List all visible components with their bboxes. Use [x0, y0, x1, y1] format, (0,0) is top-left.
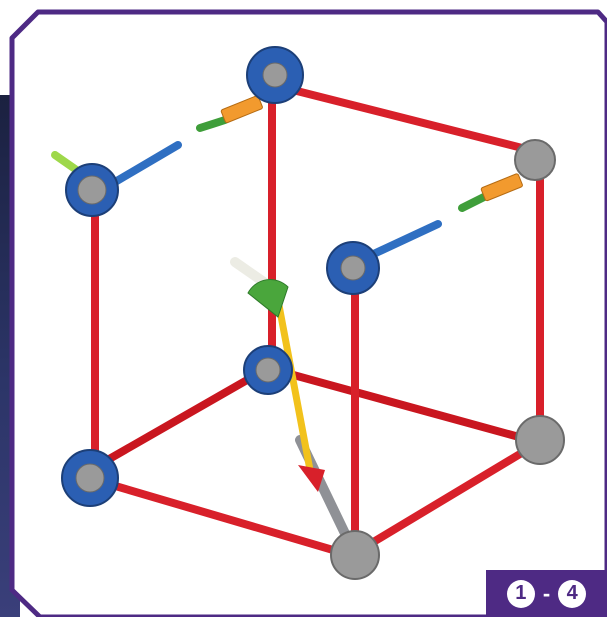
hub-bottom-left: [62, 450, 118, 506]
orange-connector-right: [481, 173, 523, 201]
hub-top-back: [247, 47, 303, 103]
hub-top-front: [327, 242, 379, 294]
green-rod-top: [200, 120, 225, 128]
hub-top-left: [66, 164, 118, 216]
step-end-number: 4: [558, 580, 586, 608]
red-rods-top: [285, 88, 530, 150]
hub-bottom-back: [244, 346, 292, 394]
orange-connector-top: [221, 95, 263, 123]
hub-bottom-right: [516, 416, 564, 464]
hub-top-right: [515, 140, 555, 180]
step-range-badge: 1 - 4: [486, 570, 607, 617]
hub-bottom-front: [331, 531, 379, 579]
step-start-number: 1: [507, 580, 535, 608]
step-range-separator: -: [543, 583, 550, 605]
